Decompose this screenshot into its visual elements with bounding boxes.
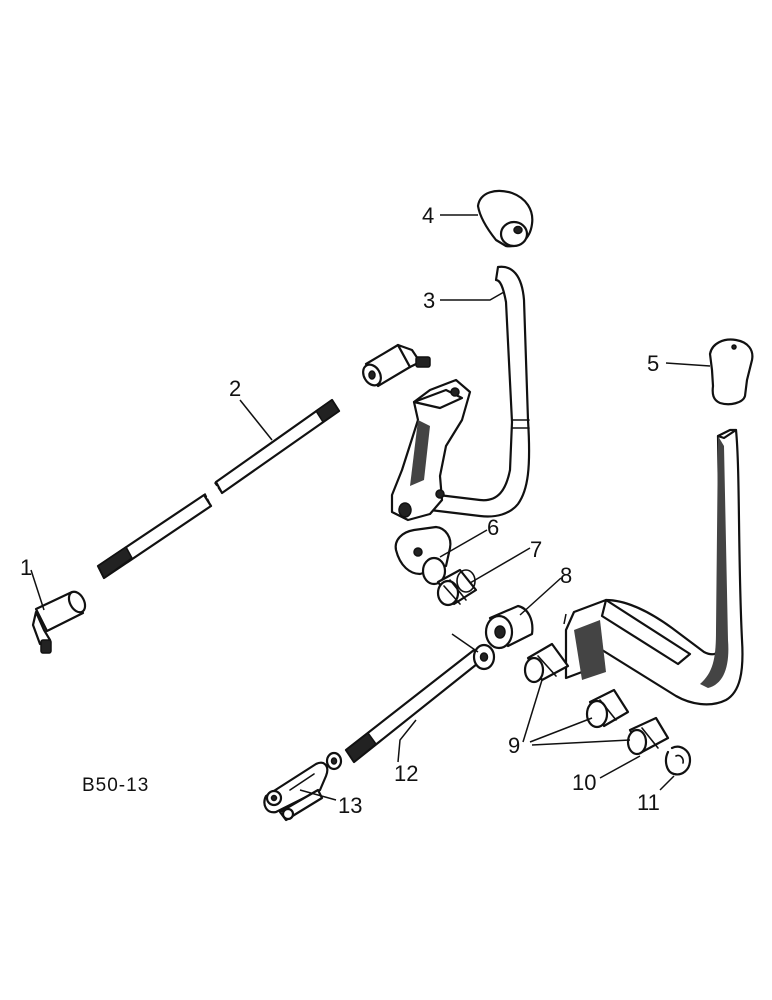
callout-6: 6: [487, 515, 499, 540]
pedal-lever-assembly: [564, 428, 744, 706]
lever-knob-large: [708, 338, 754, 406]
lever-knob-small: [476, 189, 534, 248]
callout-11: 11: [637, 790, 660, 815]
callout-8: 8: [560, 563, 572, 588]
swivel-joint: [362, 343, 431, 388]
callout-numbers: 1 2 3 4 5 6 7 8 9 10 11 12 13: [20, 203, 660, 818]
clamp-block: [394, 525, 452, 586]
callout-12: 12: [394, 761, 418, 786]
leader-lines: [30, 214, 711, 801]
callout-9: 9: [508, 733, 520, 758]
circlip: [664, 745, 692, 776]
callout-4: 4: [422, 203, 434, 228]
sleeve: [484, 604, 534, 650]
figure-code: B50-13: [82, 775, 149, 796]
clevis: [263, 761, 329, 822]
lock-nut: [325, 751, 343, 771]
threaded-rod: [96, 398, 341, 580]
callout-7: 7: [530, 537, 542, 562]
callout-2: 2: [229, 376, 241, 401]
ball-joint-end: [31, 590, 87, 654]
callout-10: 10: [572, 770, 596, 795]
callout-1: 1: [20, 555, 32, 580]
callout-5: 5: [647, 351, 659, 376]
bushing-small: [436, 568, 478, 607]
callout-13: 13: [338, 793, 362, 818]
shift-lever-bracket: [390, 265, 531, 522]
short-threaded-rod: [344, 643, 496, 764]
callout-3: 3: [423, 288, 435, 313]
bushing-set: [523, 642, 670, 756]
